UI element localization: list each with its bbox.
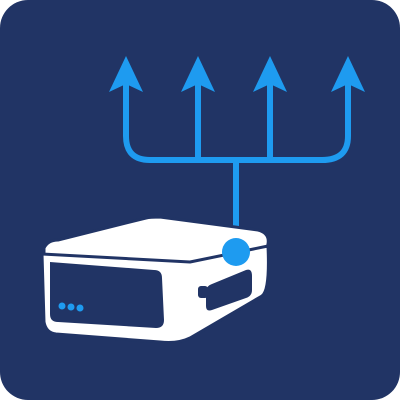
status-leds xyxy=(58,302,84,312)
ethernet-port xyxy=(206,269,252,311)
connection-node xyxy=(222,238,250,266)
arrow-up-icon xyxy=(331,56,365,92)
branch-line-2 xyxy=(195,81,239,163)
device-button xyxy=(198,286,208,298)
distribution-lines xyxy=(123,81,351,247)
branch-line-1 xyxy=(123,81,239,163)
device-front-panel xyxy=(50,262,164,328)
arrow-up-icon xyxy=(109,56,143,92)
device-top-face xyxy=(42,215,270,270)
led-icon xyxy=(58,302,66,310)
led-icon xyxy=(67,303,75,311)
led-icon xyxy=(76,304,84,312)
router-device xyxy=(40,215,270,344)
arrowheads xyxy=(109,56,365,92)
arrow-up-icon xyxy=(181,56,215,92)
arrow-up-icon xyxy=(253,56,287,92)
branch-line-4 xyxy=(233,81,351,163)
